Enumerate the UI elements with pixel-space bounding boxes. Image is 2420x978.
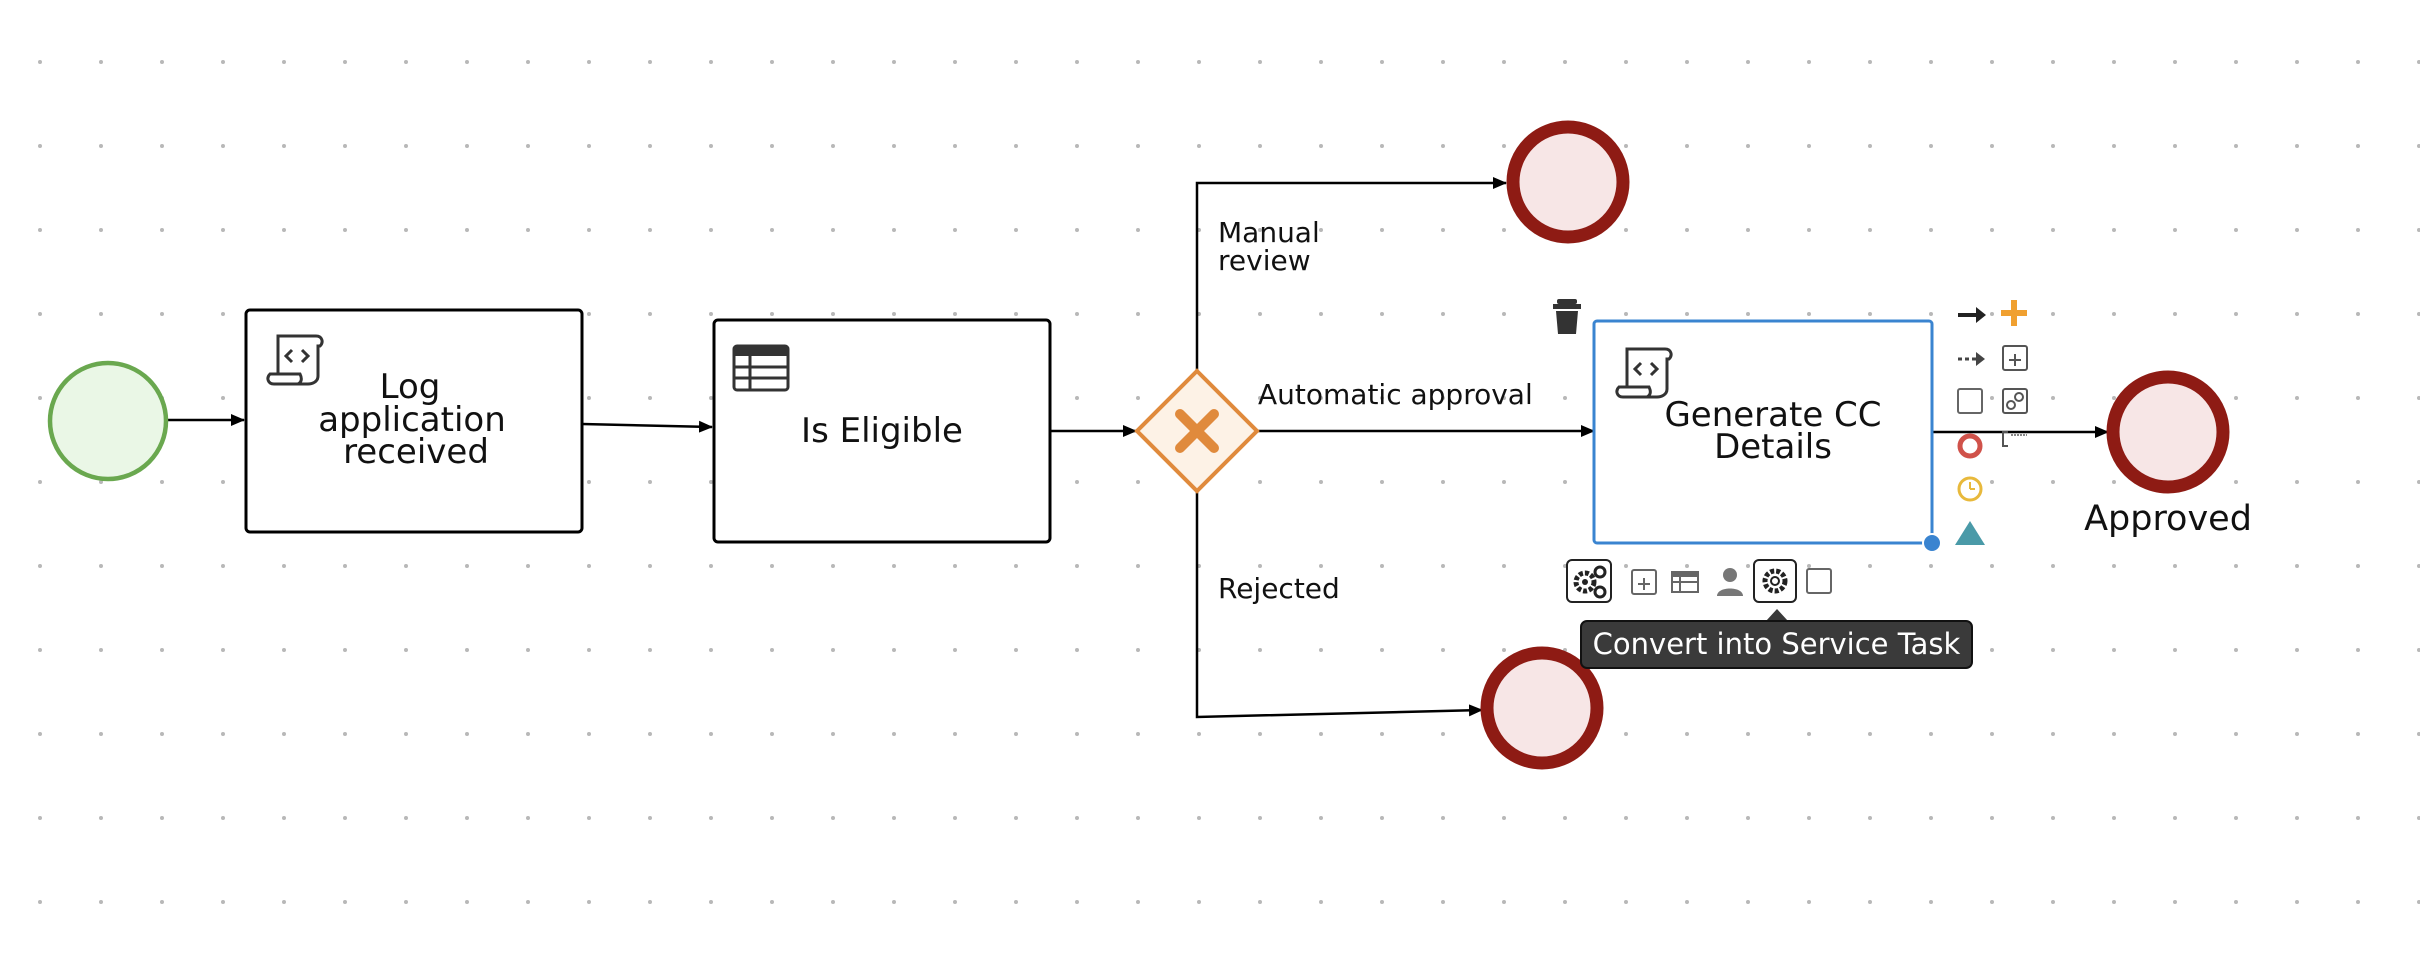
- flow-label-manual-line2: review: [1218, 244, 1311, 277]
- tooltip-arrow: [1766, 609, 1788, 621]
- convert-service-task-tooltip: Convert into Service Task: [1580, 620, 1973, 669]
- x-icon: [1175, 409, 1219, 453]
- exclusive-gateway[interactable]: [1134, 368, 1260, 494]
- signal-event-icon[interactable]: [1955, 521, 1985, 545]
- text-annotation-icon[interactable]: [2002, 431, 2027, 447]
- business-rule-table-icon: [732, 344, 790, 392]
- end-event-approved-label: Approved: [2084, 499, 2252, 539]
- trash-icon[interactable]: [1553, 299, 1581, 334]
- subprocess-icon[interactable]: [2002, 345, 2028, 371]
- end-event-manual-review[interactable]: [1506, 120, 1630, 244]
- task-icon[interactable]: [1957, 388, 1983, 414]
- reusable-subprocess-icon[interactable]: [2002, 388, 2028, 414]
- end-event-approved[interactable]: [2106, 370, 2230, 494]
- task-eligible-label: Is Eligible: [801, 411, 963, 451]
- script-icon: [1615, 347, 1673, 399]
- subprocess-icon[interactable]: [1631, 569, 1657, 595]
- toolbox-right: [1955, 300, 2028, 545]
- toolbox-bottom: [1566, 559, 1832, 603]
- task-log-label-line2: application: [318, 400, 506, 440]
- task-generate-cc-details[interactable]: Generate CC Details: [1592, 319, 1934, 545]
- business-rule-icon[interactable]: [1671, 571, 1699, 593]
- association-icon[interactable]: [1958, 352, 1985, 366]
- task-log-label-line1: Log: [380, 367, 441, 407]
- service-task-icon[interactable]: [1753, 559, 1797, 603]
- service-task-gears-icon[interactable]: [1566, 559, 1612, 603]
- timer-event-icon[interactable]: [1957, 476, 1983, 502]
- flow-label-automatic: Automatic approval: [1258, 378, 1533, 411]
- sequence-flow-icon[interactable]: [1958, 307, 1986, 323]
- task-log-application-received[interactable]: Log application received: [244, 308, 584, 534]
- script-icon: [266, 334, 324, 386]
- task-generate-label-line2: Details: [1714, 427, 1832, 467]
- task-log-label-line3: received: [343, 432, 489, 472]
- add-icon[interactable]: [2001, 300, 2027, 326]
- flow-log-to-eligible[interactable]: [581, 420, 713, 433]
- flow-rejected[interactable]: [1195, 491, 1483, 719]
- task-generate-label-line1: Generate CC: [1664, 395, 1881, 435]
- flow-label-rejected: Rejected: [1218, 572, 1340, 605]
- flow-manual-review[interactable]: [1195, 177, 1507, 371]
- task-icon[interactable]: [1806, 568, 1832, 594]
- start-event[interactable]: [47, 360, 169, 482]
- resize-handle[interactable]: [1922, 533, 1942, 553]
- flow-label-manual-line1: Manual: [1218, 216, 1320, 249]
- end-event-icon[interactable]: [1957, 433, 1983, 459]
- user-task-icon[interactable]: [1717, 568, 1743, 596]
- end-event-rejected[interactable]: [1480, 646, 1604, 770]
- task-is-eligible[interactable]: Is Eligible: [712, 318, 1052, 544]
